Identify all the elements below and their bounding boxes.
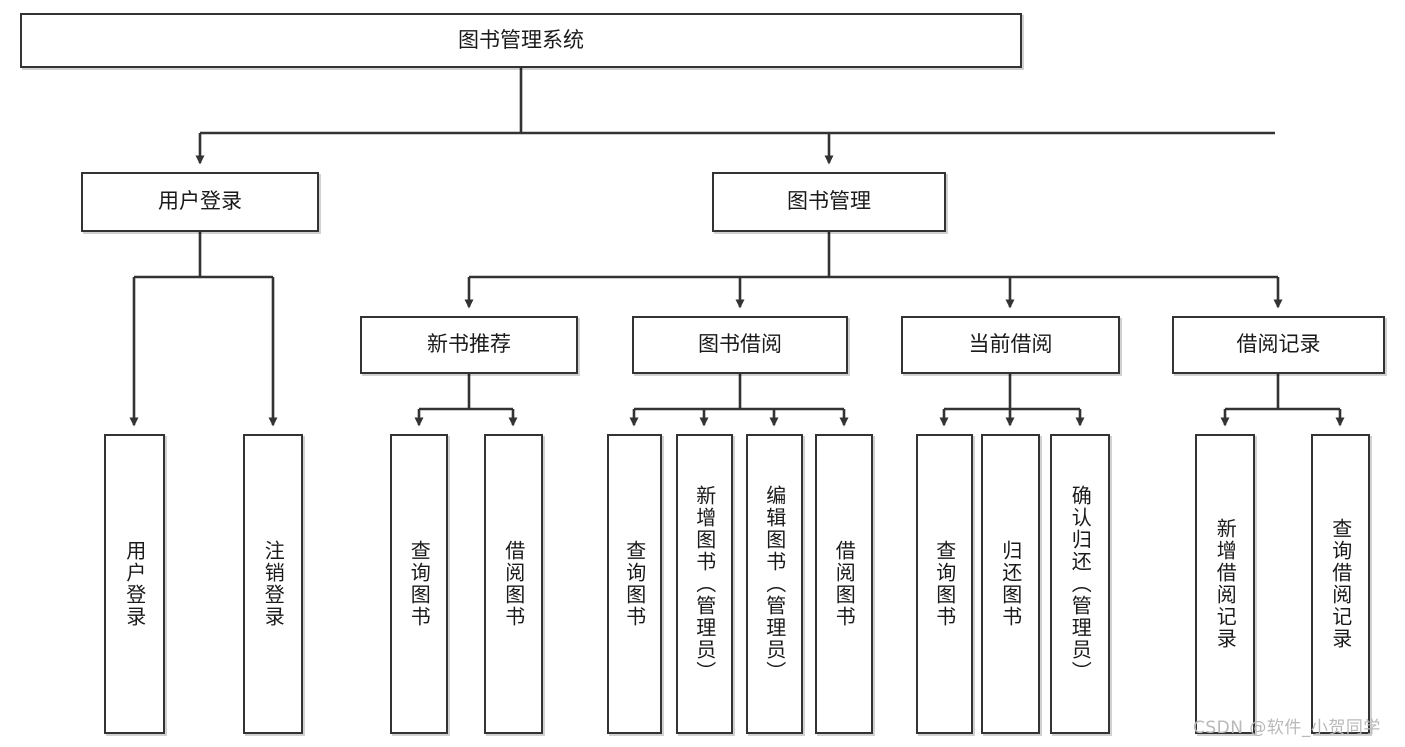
node-root[interactable]: 图书管理系统 xyxy=(20,13,1022,68)
node-leaf-borrow-book-label: 借阅图书 xyxy=(832,540,857,628)
node-leaf-query-book-borrow-label: 查询图书 xyxy=(622,540,647,628)
node-book-manage-label: 图书管理 xyxy=(787,189,871,214)
node-leaf-add-record[interactable]: 新增借阅记录 xyxy=(1195,434,1255,734)
node-leaf-query-book-current-label: 查询图书 xyxy=(932,540,957,628)
node-leaf-borrow-book-rec[interactable]: 借阅图书 xyxy=(484,434,543,734)
node-current-borrow-label: 当前借阅 xyxy=(968,332,1053,357)
node-leaf-return-book[interactable]: 归还图书 xyxy=(981,434,1040,734)
node-leaf-borrow-book-rec-label: 借阅图书 xyxy=(501,540,526,628)
node-leaf-edit-book[interactable]: 编辑图书（管理员） xyxy=(746,434,803,734)
node-leaf-query-book-current[interactable]: 查询图书 xyxy=(916,434,973,734)
node-leaf-query-record[interactable]: 查询借阅记录 xyxy=(1311,434,1370,734)
node-leaf-add-book-label: 新增图书（管理员） xyxy=(692,485,717,683)
node-book-borrow[interactable]: 图书借阅 xyxy=(632,316,848,374)
node-leaf-borrow-book[interactable]: 借阅图书 xyxy=(815,434,873,734)
node-leaf-edit-book-label: 编辑图书（管理员） xyxy=(762,485,787,683)
node-leaf-query-book-borrow[interactable]: 查询图书 xyxy=(607,434,662,734)
node-leaf-user-login-label: 用户登录 xyxy=(122,540,147,628)
node-leaf-user-logout[interactable]: 注销登录 xyxy=(243,434,303,734)
node-leaf-query-book-rec-label: 查询图书 xyxy=(407,540,432,628)
node-book-borrow-label: 图书借阅 xyxy=(698,332,782,357)
node-leaf-query-book-rec[interactable]: 查询图书 xyxy=(390,434,448,734)
node-borrow-record-label: 借阅记录 xyxy=(1236,332,1321,357)
node-leaf-return-book-label: 归还图书 xyxy=(998,540,1023,628)
node-leaf-user-login[interactable]: 用户登录 xyxy=(104,434,165,734)
node-new-book-rec[interactable]: 新书推荐 xyxy=(360,316,578,374)
node-leaf-confirm-return[interactable]: 确认归还（管理员） xyxy=(1050,434,1110,734)
node-leaf-add-record-label: 新增借阅记录 xyxy=(1213,518,1238,650)
csdn-watermark: CSDN @软件_小贺同学 xyxy=(1193,718,1381,738)
node-book-manage[interactable]: 图书管理 xyxy=(712,172,946,232)
node-leaf-user-logout-label: 注销登录 xyxy=(261,540,286,628)
node-leaf-confirm-return-label: 确认归还（管理员） xyxy=(1068,485,1093,683)
node-leaf-add-book[interactable]: 新增图书（管理员） xyxy=(676,434,733,734)
node-user-login-label: 用户登录 xyxy=(158,189,242,214)
node-user-login[interactable]: 用户登录 xyxy=(81,172,319,232)
node-leaf-query-record-label: 查询借阅记录 xyxy=(1328,518,1353,650)
node-borrow-record[interactable]: 借阅记录 xyxy=(1172,316,1385,374)
node-root-label: 图书管理系统 xyxy=(458,27,584,52)
node-current-borrow[interactable]: 当前借阅 xyxy=(901,316,1120,374)
node-new-book-rec-label: 新书推荐 xyxy=(427,332,511,357)
